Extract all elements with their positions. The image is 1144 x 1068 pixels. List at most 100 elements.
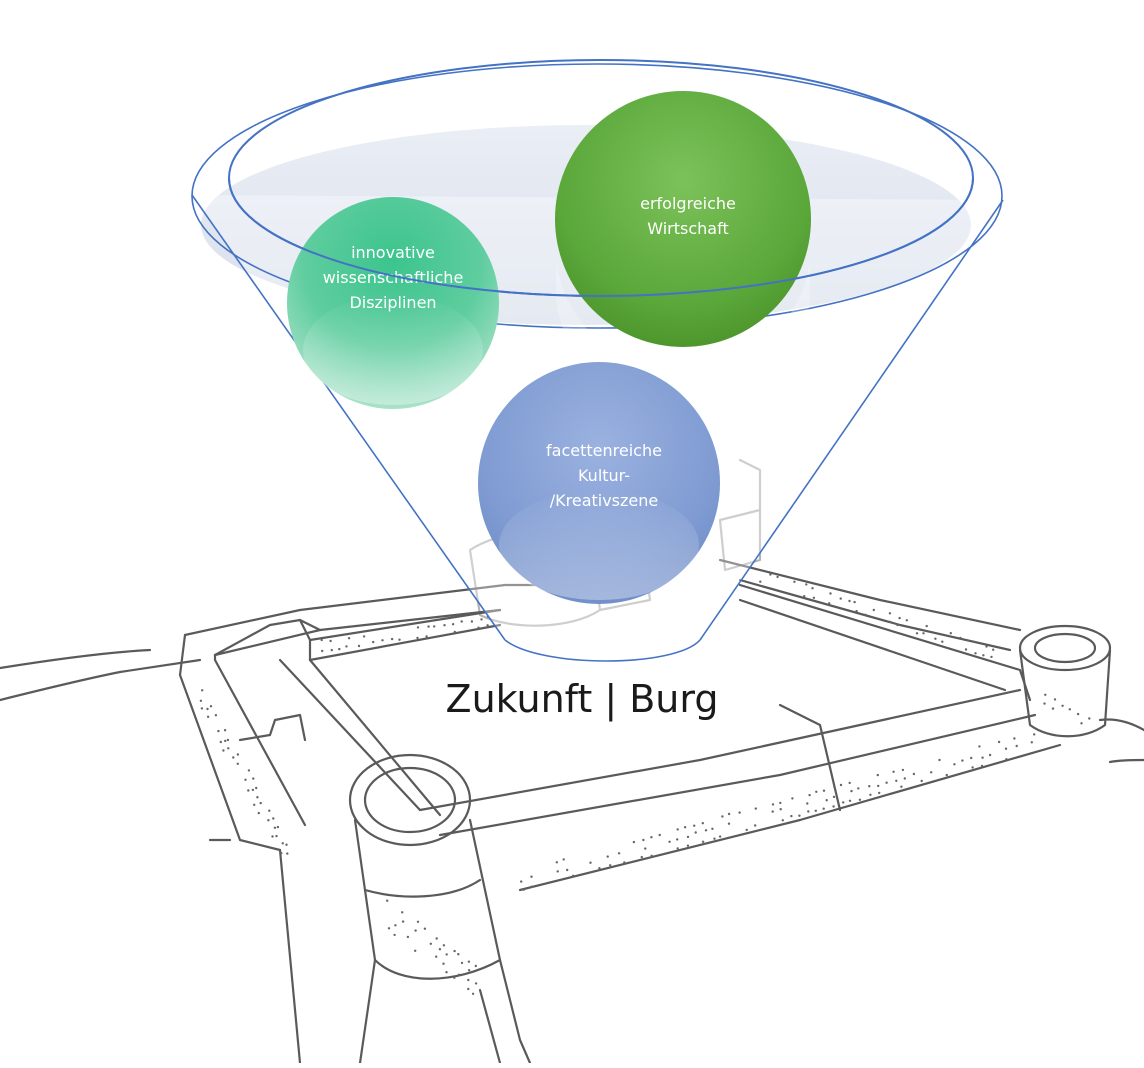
brick-dot [443, 624, 446, 627]
brick-dot [200, 707, 204, 710]
brick-dot [985, 645, 988, 648]
brick-dot [892, 770, 895, 773]
brick-dot [864, 613, 867, 616]
wall-right-courtyard [738, 583, 1032, 702]
brick-dot [199, 699, 203, 702]
brick-dot [556, 870, 559, 873]
brick-dot [822, 789, 826, 792]
brick-dot [398, 638, 401, 641]
brick-dot [442, 962, 445, 965]
brick-dot [745, 828, 748, 832]
brick-dot [808, 793, 811, 797]
brick-dot [644, 847, 647, 850]
brick-dot [815, 790, 818, 793]
brick-dot [433, 625, 436, 628]
brick-dot [941, 640, 944, 643]
brick-dot [953, 763, 956, 766]
brick-dot [209, 705, 213, 708]
brick-dot [850, 789, 853, 793]
wall-left-courtyard-2 [278, 658, 422, 812]
brick-dot [807, 810, 810, 813]
brick-dot [251, 788, 255, 792]
brick-dot [878, 791, 881, 795]
brick-dot [425, 635, 428, 638]
brick-dot [589, 861, 592, 864]
brick-dot [1051, 707, 1055, 710]
brick-dot [271, 835, 274, 838]
brick-dot [945, 773, 948, 777]
brick-dot [971, 766, 974, 769]
brick-dot [453, 949, 456, 953]
brick-dot [330, 648, 333, 652]
brick-dot [394, 924, 397, 927]
brick-dot [981, 756, 984, 759]
brick-dot [683, 826, 687, 829]
wall-front-inner [418, 688, 1022, 812]
brick-dot [253, 803, 256, 806]
ground-line-left [0, 658, 202, 702]
brick-dot [429, 942, 432, 945]
tower-front-top [348, 753, 472, 847]
brick-dot [839, 783, 843, 787]
bubble-economy-line-2: Wirtschaft [647, 219, 728, 238]
brick-dot [416, 626, 420, 629]
brick-dot [214, 714, 218, 717]
brick-dot [966, 639, 969, 642]
brick-dot [276, 825, 280, 829]
brick-dot [694, 831, 697, 834]
brick-dot [779, 808, 782, 811]
brick-dot [562, 858, 565, 861]
bubble-science: innovative wissenschaftliche Disziplinen [287, 197, 499, 409]
brick-dot [779, 801, 782, 805]
bubble-economy-line-1: erfolgreiche [640, 194, 736, 213]
brick-dot [980, 764, 984, 768]
brick-dot [754, 824, 757, 827]
ground-line-left-2 [0, 648, 152, 670]
brick-dot [372, 640, 375, 644]
brick-dot [445, 971, 448, 974]
brick-dot [974, 652, 977, 655]
bubble-culture-line-1: facettenreiche [546, 441, 662, 460]
brick-dot [530, 875, 533, 878]
brick-dot [650, 854, 653, 857]
brick-dot [829, 592, 832, 595]
brick-dot [474, 964, 477, 968]
tower-front-base-right [498, 958, 532, 1065]
tower-right-body [1018, 648, 1112, 738]
brick-dot [895, 779, 898, 782]
brick-dot [457, 973, 461, 976]
bubble-economy-circle [555, 91, 811, 347]
brick-dot [833, 785, 836, 789]
tower-front-base-mid [478, 988, 502, 1065]
brick-dot [338, 647, 341, 651]
brick-dot [727, 812, 731, 816]
wall-front-inner-2 [438, 713, 1037, 837]
brick-dot [925, 624, 928, 628]
castle-dots [199, 573, 1091, 995]
brick-dot [791, 797, 794, 800]
brick-dot [903, 777, 906, 780]
brick-dot [520, 880, 523, 883]
wall-right-courtyard-2 [738, 598, 1007, 692]
brick-dot [1080, 722, 1083, 725]
brick-dot [201, 689, 204, 692]
brick-dot [798, 814, 801, 817]
brick-dot [617, 852, 621, 855]
brick-dot [460, 620, 463, 623]
brick-dot [438, 948, 442, 951]
brick-dot [839, 597, 842, 600]
brick-dot [759, 580, 762, 583]
brick-dot [738, 811, 741, 814]
brick-dot [901, 768, 905, 772]
brick-dot [676, 828, 679, 831]
brick-dot [959, 636, 962, 640]
bubble-culture: facettenreiche Kultur- /Kreativszene [478, 362, 720, 604]
brick-dot [857, 787, 860, 790]
brick-dot [381, 639, 384, 642]
wall-left-lower [278, 848, 302, 1065]
brick-dot [427, 625, 430, 628]
brick-dot [206, 707, 209, 711]
brick-dot [868, 785, 871, 788]
bubble-culture-line-3: /Kreativszene [550, 491, 659, 510]
